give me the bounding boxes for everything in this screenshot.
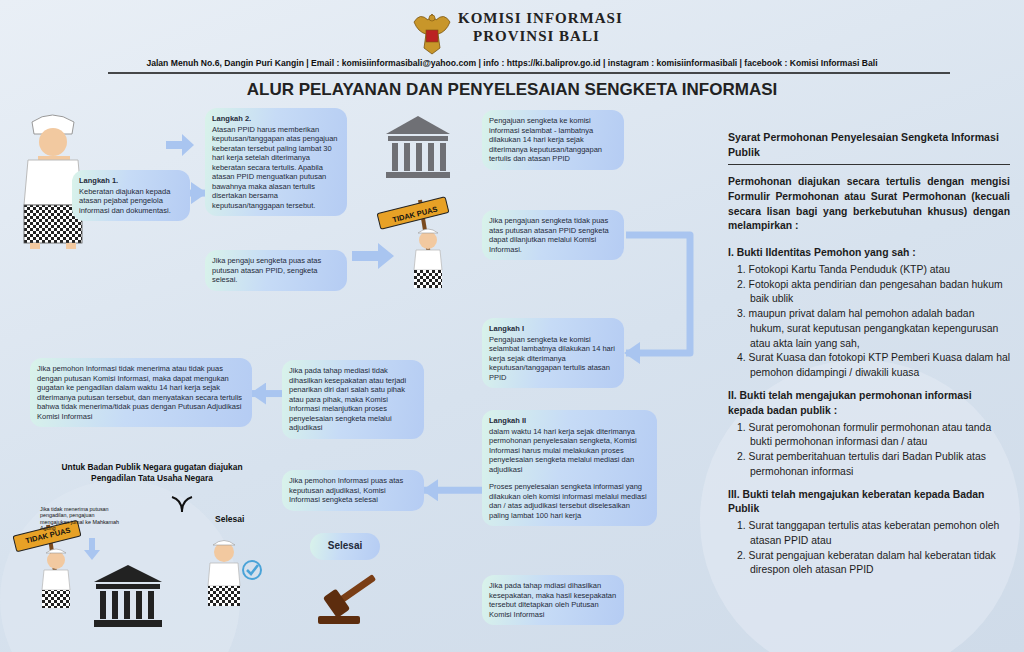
note-text: PROVINSI BALI (473, 28, 600, 45)
flow-arrow (424, 487, 482, 494)
end-pill: Selesai (310, 533, 380, 560)
step-text: Jika pada tahap mdiasi dihasilkan kesepa… (489, 581, 617, 619)
list-item: 2. Surat pemberitahuan tertulis dari Bad… (728, 450, 1010, 480)
process-box: Jika pengaju sengketa puas atas putusan … (205, 250, 347, 291)
step-text: Keberatan diajukan kepada atasan pejabat… (79, 187, 183, 216)
flow-arrow (626, 235, 690, 353)
step-text: Jika pengaju sengketa puas atas putusan … (212, 256, 340, 285)
process-box: Langkah IPengajuan sengketa ke komisi se… (482, 318, 624, 388)
note-text: Untuk Badan Publik Negara gugatan diajuk… (42, 462, 262, 484)
section-heading: III. Bukti telah mengajukan keberatan ke… (728, 488, 1010, 518)
section-heading: I. Bukti IIdentitas Pemohon yang sah : (728, 246, 1010, 261)
process-box: Jika pada tahap mdiasi dihasilkan kesepa… (482, 575, 624, 625)
process-box: Jika pemohon Informasi puas atas keputus… (282, 470, 424, 511)
process-box: Langkah 1.Keberatan diajukan kepada atas… (72, 170, 190, 221)
note-text: Selesai (215, 514, 244, 524)
list-item: 2. Surat pengajuan keberatan dalam hal k… (728, 549, 1010, 579)
list-item: 1. Surat tanggapan tertulis atas keberat… (728, 519, 1010, 549)
panel-heading: Syarat Permohonan Penyelesaian Sengketa … (728, 130, 1010, 165)
panel-intro: Permohonan diajukan secara tertulis deng… (728, 175, 1010, 234)
list-item: 3. maupun privat dalam hal pemohon adala… (728, 307, 1010, 351)
note-text: KOMISI INFORMASI (458, 10, 623, 27)
note-text: Jalan Menuh No.6, Dangin Puri Kangin | E… (0, 58, 1024, 68)
step-text: Atasan PPID harus memberikan keputusan/t… (212, 125, 340, 211)
requirements-panel: Syarat Permohonan Penyelesaian Sengketa … (728, 130, 1010, 578)
step-heading: Langkah II (489, 416, 650, 426)
step-text: dalam waktu 14 hari kerja sejak diterima… (489, 427, 650, 475)
process-box: Langkah IIdalam waktu 14 hari kerja seja… (482, 410, 657, 526)
step-text: Jika pengajuan sengketa tidak puas atas … (489, 216, 617, 254)
step-heading: Langkah 2. (212, 114, 340, 124)
step-text: Jika pemohon Informasi puas atas keputus… (289, 476, 417, 505)
list-item: 2. Fotokopi akta pendirian dan pengesaha… (728, 278, 1010, 308)
step-text: Jika pemohon Informasi tidak menerima at… (37, 364, 245, 421)
flow-arrow (252, 390, 282, 397)
step-text: Jika pada tahap mediasi tidak dihasilkan… (289, 366, 417, 433)
flow-arrow (190, 190, 205, 197)
step-text: Pengajuan sengketa ke komisi informasi s… (489, 116, 617, 164)
step-text: Pengajuan sengketa ke komisi selambat la… (489, 335, 617, 383)
process-box: Langkah 2.Atasan PPID harus memberikan k… (205, 108, 347, 216)
list-item: 1. Fotokopi Kartu Tanda Penduduk (KTP) a… (728, 263, 1010, 278)
process-box: Jika pengajuan sengketa tidak puas atas … (482, 210, 624, 260)
step-text: Selesai (316, 540, 374, 553)
step-heading: Langkah I (489, 324, 617, 334)
section-heading: II. Bukti telah mengajukan permohonan in… (728, 389, 1010, 419)
list-item: 4. Surat Kuasa dan fotokopi KTP Pemberi … (728, 351, 1010, 381)
note-text: Jika tidak menerima putusan pengadilan, … (40, 506, 122, 532)
process-box: Pengajuan sengketa ke komisi informasi s… (482, 110, 624, 170)
process-box: Jika pemohon Informasi tidak menerima at… (30, 358, 252, 427)
list-item: 1. Surat peromohonan formulir permohonan… (728, 421, 1010, 451)
step-text: Proses penyelesaian sengketa informasi y… (489, 482, 650, 520)
page-title: ALUR PELAYANAN DAN PENYELESAIAN SENGKETA… (0, 80, 1024, 100)
process-box: Jika pada tahap mediasi tidak dihasilkan… (282, 360, 424, 439)
step-heading: Langkah 1. (79, 176, 183, 186)
